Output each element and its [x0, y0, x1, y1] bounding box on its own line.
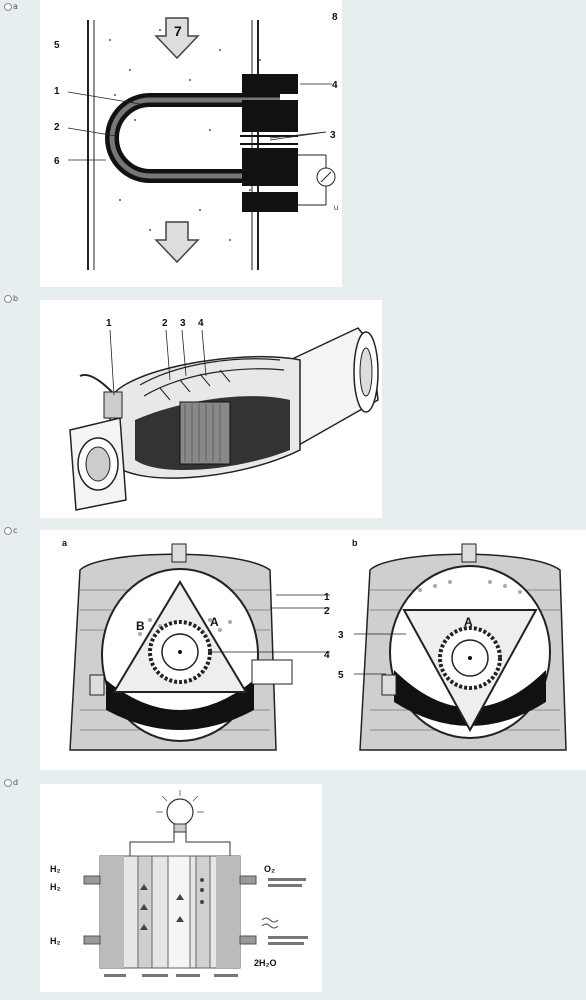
label-h2-mid: H₂ — [50, 882, 61, 892]
label-1: 1 — [106, 318, 112, 329]
label-5: 5 — [54, 40, 60, 51]
tag-b: b — [352, 538, 358, 548]
label-3: 3 — [330, 130, 336, 141]
option-a-radio[interactable]: a — [4, 2, 18, 11]
label-2: 2 — [162, 318, 168, 329]
label-a: A — [464, 615, 473, 629]
dots-pattern — [109, 29, 261, 251]
label-o2: O₂ — [264, 864, 275, 874]
label-4: 4 — [324, 650, 330, 661]
catalytic-converter-diagram: 1 2 3 4 — [69, 318, 379, 511]
rotary-engine-diagram: a B A 1 2 4 — [60, 538, 586, 760]
label-3: 3 — [338, 630, 344, 641]
label-5: 5 — [338, 670, 344, 681]
option-b-image[interactable]: 1 2 3 4 — [40, 300, 382, 518]
label-2: 2 — [324, 606, 330, 617]
label-4: 4 — [198, 318, 204, 329]
option-d-radio[interactable]: d — [4, 778, 18, 787]
label-b: B — [136, 619, 145, 633]
heat-exchanger-diagram: 7 8 5 4 1 2 3 6 U — [54, 12, 338, 270]
label-1: 1 — [324, 592, 330, 603]
label-a: A — [210, 615, 219, 629]
option-c-radio[interactable]: c — [4, 526, 17, 535]
radio-circle[interactable] — [4, 2, 12, 11]
radio-circle[interactable] — [4, 294, 12, 303]
tag-a: a — [62, 538, 68, 548]
option-a-letter: a — [13, 2, 18, 11]
label-1: 1 — [54, 86, 60, 97]
option-b-radio[interactable]: b — [4, 294, 18, 303]
label-6: 6 — [54, 156, 60, 167]
option-b-letter: b — [13, 294, 19, 303]
bulb-icon — [156, 790, 204, 833]
fuel-cell-diagram: H₂ H₂ H₂ O₂ 2H₂O — [50, 790, 308, 977]
label-3: 3 — [180, 318, 186, 329]
radio-circle[interactable] — [4, 778, 12, 787]
option-c-image[interactable]: a B A 1 2 4 — [40, 530, 586, 770]
label-u: U — [334, 206, 338, 212]
label-8: 8 — [332, 12, 338, 23]
label-7: 7 — [174, 23, 182, 39]
radio-circle[interactable] — [4, 526, 12, 535]
label-h2o: 2H₂O — [254, 958, 277, 968]
label-2: 2 — [54, 122, 60, 133]
option-c-letter: c — [13, 526, 18, 535]
label-h2-top: H₂ — [50, 864, 61, 874]
label-h2-bottom: H₂ — [50, 936, 61, 946]
engine-right: b A 3 5 — [338, 538, 586, 760]
option-d-letter: d — [13, 778, 19, 787]
option-a-image[interactable]: 7 8 5 4 1 2 3 6 U — [40, 0, 342, 287]
label-4: 4 — [332, 80, 338, 91]
option-d-image[interactable]: H₂ H₂ H₂ O₂ 2H₂O — [40, 784, 322, 992]
engine-left: a B A 1 2 4 — [60, 538, 330, 760]
